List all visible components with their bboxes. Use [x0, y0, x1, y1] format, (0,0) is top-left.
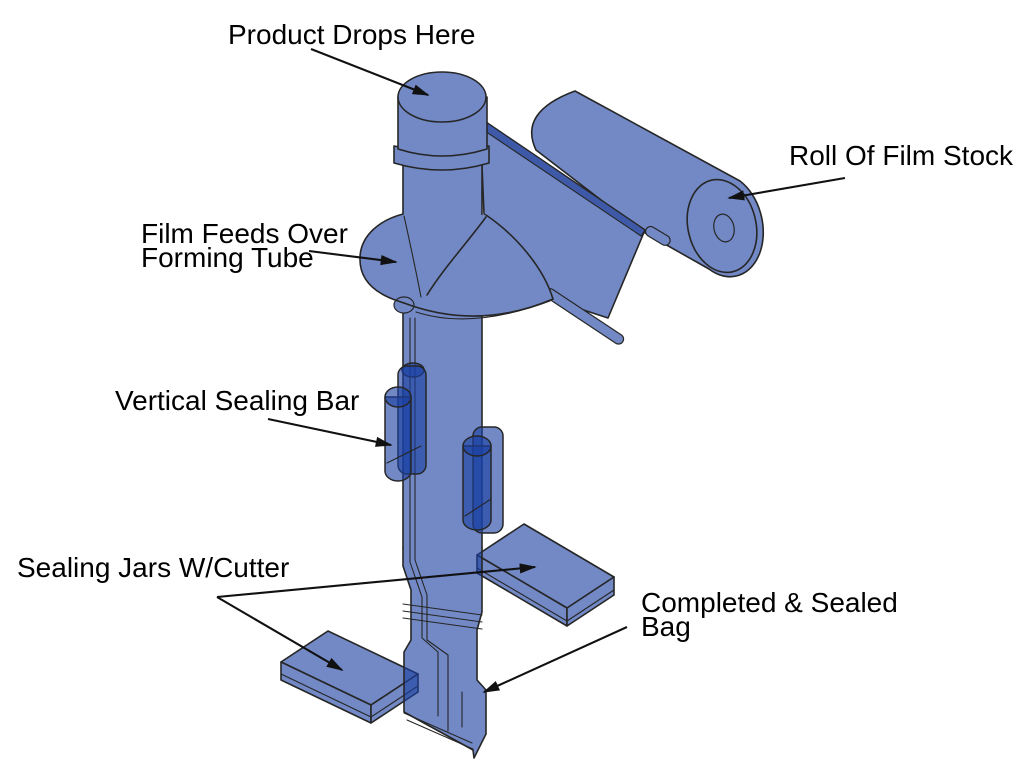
leader-sealing-jar-left	[216, 596, 344, 671]
film-roll	[531, 90, 765, 278]
label-vertical-sealing-bar: Vertical Sealing Bar	[115, 385, 360, 416]
completed-bag	[402, 547, 487, 759]
vertical-sealing-bar-right	[462, 426, 504, 534]
film-roll-core	[713, 213, 735, 243]
label-line: Vertical Sealing Bar	[115, 385, 360, 416]
label-line: Sealing Jars W/Cutter	[17, 552, 290, 583]
label-line: Forming Tube	[141, 242, 314, 273]
label-line: Product Drops Here	[228, 19, 476, 50]
label-line: Bag	[641, 611, 691, 642]
label-completed-sealed-bag: Completed & Sealed Bag	[641, 587, 898, 642]
label-product-drops-here: Product Drops Here	[228, 19, 476, 50]
bottom-seal	[403, 712, 474, 750]
sealing-jar-left	[280, 630, 419, 724]
label-line: Completed & Sealed	[641, 587, 898, 618]
roll-axle-icon	[644, 225, 671, 246]
label-film-feeds-over-forming-tube: Film Feeds Over Forming Tube	[141, 218, 348, 273]
vertical-sealing-bar-left	[384, 362, 427, 482]
leader-sealing-jar-right	[216, 563, 537, 599]
funnel-opening	[397, 71, 487, 123]
forming-collar	[359, 213, 554, 320]
bag-fold-lines	[409, 547, 463, 732]
leader-roll-of-film-stock	[727, 176, 846, 201]
leader-arrows	[216, 48, 846, 693]
leader-film-feeds-over-forming-tube	[308, 249, 398, 266]
leader-completed-sealed-bag	[482, 626, 628, 693]
sealing-jar-right	[476, 523, 615, 627]
label-line: Roll Of Film Stock	[789, 140, 1014, 171]
leader-vertical-sealing-bar	[267, 417, 393, 447]
leader-product-drops-here	[310, 48, 430, 96]
label-line: Film Feeds Over	[141, 218, 348, 249]
product-funnel	[397, 71, 488, 157]
cross-seal-crimp	[402, 603, 483, 630]
label-roll-of-film-stock: Roll Of Film Stock	[789, 140, 1014, 171]
label-sealing-jars-w-cutter: Sealing Jars W/Cutter	[17, 552, 290, 583]
